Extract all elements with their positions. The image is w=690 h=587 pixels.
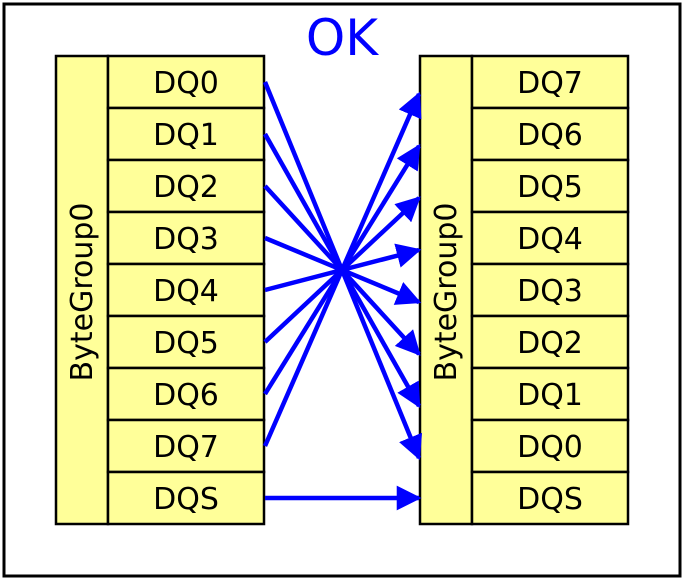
right-group-box [418,54,474,526]
right-signal-cell [470,106,630,162]
right-signal-label: DQ6 [517,118,583,153]
left-signal-label: DQ0 [153,66,219,101]
right-signal-label: DQ0 [517,430,583,465]
left-group-box [54,54,110,526]
left-signal-label: DQ6 [153,378,219,413]
right-signal-label: DQ7 [517,66,583,101]
left-signal-label: DQ2 [153,170,219,205]
right-signal-label: DQ5 [517,170,583,205]
right-signal-label: DQ4 [517,222,583,257]
right-signal-cell [470,314,630,370]
left-signal-cell [106,210,266,266]
left-signal-cell [106,106,266,162]
right-signal-cell [470,366,630,422]
right-signal-cell [470,470,630,526]
right-signal-cell [470,418,630,474]
right-signal-label: DQ3 [517,274,583,309]
left-signal-label: DQS [153,482,219,517]
right-signal-label: DQ1 [517,378,583,413]
wire-dq7 [262,91,422,447]
diagram-title: OK [306,9,379,67]
left-group-label: ByteGroup0 [65,203,100,382]
right-signal-cell [470,262,630,318]
left-signal-cell [106,470,266,526]
left-signal-cell [106,418,266,474]
left-signal-cell [106,314,266,370]
left-signal-label: DQ7 [153,430,219,465]
left-signal-label: DQ1 [153,118,219,153]
right-signal-label: DQS [517,482,583,517]
right-signal-label: DQ2 [517,326,583,361]
right-group-label: ByteGroup0 [429,203,464,382]
left-signal-label: DQ5 [153,326,219,361]
connection-wires [262,81,423,511]
left-signal-label: DQ3 [153,222,219,257]
right-signal-cell [470,210,630,266]
left-signal-label: DQ4 [153,274,219,309]
